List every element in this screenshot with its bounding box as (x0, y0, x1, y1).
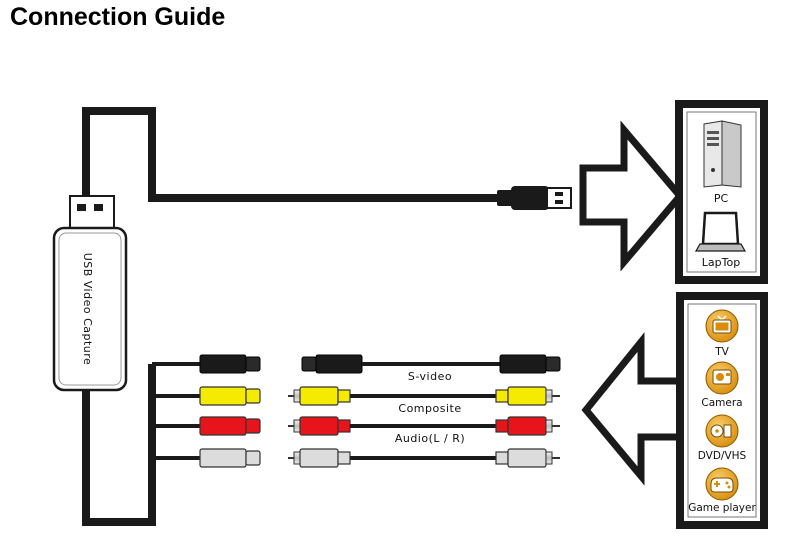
cable-0: S-video (301, 354, 561, 383)
cable-label-1: Composite (398, 402, 461, 415)
branch-0 (152, 354, 261, 374)
cable-label-0: S-video (408, 370, 452, 383)
laptop-label: LapTop (702, 256, 740, 269)
usb-connector (69, 195, 115, 231)
computer-panel: PC LapTop (675, 100, 768, 284)
branch-2 (152, 416, 261, 436)
arrow-from-sources (581, 332, 685, 486)
usb-plug (497, 186, 572, 210)
cable-2: Audio(L / R) (288, 416, 560, 445)
usb-video-capture-device: USB Video Capture (52, 226, 128, 392)
av-cable (82, 364, 156, 526)
sources-panel: TV Camera DVD/VHS Game player (676, 292, 768, 529)
tv-icon (705, 309, 739, 343)
device-label: USB Video Capture (81, 253, 94, 366)
cable-branches (152, 354, 261, 468)
pc-label: PC (714, 192, 729, 205)
game-player-label: Game player (688, 502, 756, 514)
usb-cable (82, 107, 500, 207)
laptop-icon (694, 211, 747, 252)
cable-label-2: Audio(L / R) (395, 432, 465, 445)
cable-1: Composite (288, 386, 560, 415)
arrow-to-computer (579, 120, 685, 272)
pc-tower-icon (703, 120, 742, 188)
branch-1 (152, 386, 261, 406)
camera-label: Camera (701, 397, 742, 409)
cable-3 (288, 448, 560, 468)
dvd-vhs-label: DVD/VHS (698, 450, 747, 462)
page-title: Connection Guide (10, 3, 226, 31)
camera-icon (705, 361, 739, 395)
dvd-vhs-icon (705, 414, 739, 448)
branch-3 (152, 448, 261, 468)
game-player-icon (705, 467, 739, 501)
tv-label: TV (714, 346, 729, 358)
